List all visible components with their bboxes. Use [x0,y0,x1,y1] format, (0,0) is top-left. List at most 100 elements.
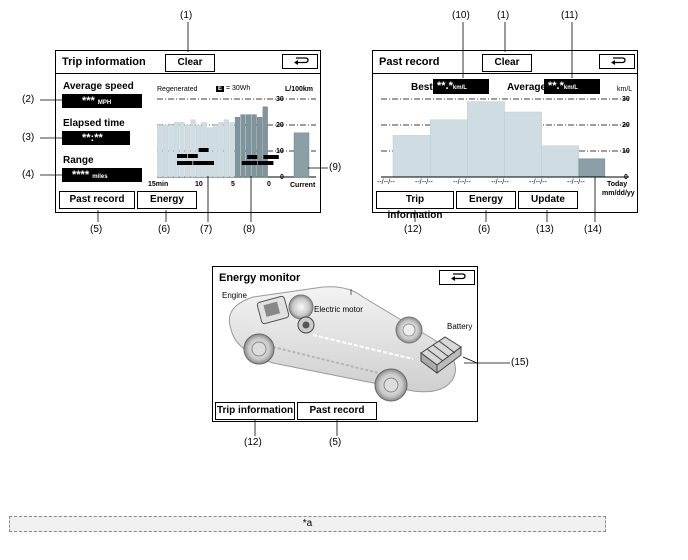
regen-marker [263,155,274,159]
past-record-button[interactable]: Past record [59,191,135,209]
trip-x-tick: 10 [195,181,203,188]
trip-bar [179,122,185,178]
elapsed-time-label: Elapsed time [63,118,125,129]
callout-11: (11) [561,10,579,21]
regen-marker [247,161,258,165]
callout-10: (10) [452,10,470,21]
regen-marker [263,161,274,165]
regen-marker [247,155,258,159]
trip-information-screen: Trip information Clear Average speed ***… [55,50,321,213]
date-tick: --/--/-- [567,179,585,186]
regen-marker [268,155,279,159]
footnote-bar: *a [9,516,606,532]
trip-bar [173,122,180,178]
date-format-label: mm/dd/yy [602,190,635,197]
past-record-chart [381,98,629,178]
energy-monitor-screen: Energy monitor [212,266,478,422]
electric-motor-graphic [297,316,315,334]
trip-back-button[interactable] [282,54,318,69]
trip-y-tick: 0 [280,174,284,181]
regen-marker [177,161,187,165]
callout-1b: (1) [497,10,510,21]
trip-x-tick: 5 [231,181,235,188]
past-unit-label: km/L [617,86,633,93]
trip-unit-label: L/100km [285,86,314,93]
date-tick: --/--/-- [377,179,395,186]
battery-label: Battery [447,322,473,331]
current-bar [293,132,310,178]
callout-2: (2) [22,94,35,105]
trip-bar [168,124,174,178]
callout-15: (15) [511,357,529,368]
callout-13: (13) [536,224,554,235]
electric-motor-label: Electric motor [314,305,363,314]
callout-14: (14) [584,224,602,235]
past-clear-button[interactable]: Clear [482,54,532,72]
energy-button[interactable]: Energy [456,191,516,209]
energy-back-button[interactable] [439,270,475,285]
range-label: Range [63,155,94,166]
elapsed-time-value: **:** [62,131,130,145]
trip-bar [190,119,196,178]
regen-marker [198,161,209,165]
trip-y-tick: 30 [276,96,284,103]
energy-title: Energy monitor [219,272,301,284]
date-tick: --/--/-- [415,179,433,186]
past-y-tick: 10 [622,148,630,155]
regen-marker [198,148,209,152]
trip-y-tick: 10 [276,148,284,155]
trip-bar [162,124,168,178]
trip-consumption-chart [157,98,316,178]
regen-marker [241,161,252,165]
past-record-button[interactable]: Past record [297,402,377,420]
today-label: Today [607,181,628,188]
callout-12b: (12) [244,437,262,448]
trip-information-button[interactable]: Trip information [215,402,295,420]
trip-bar [218,122,224,178]
battery-graphic [420,336,462,374]
trip-y-tick: 20 [276,122,284,129]
trip-bar [234,116,241,178]
energy-legend: E = 30Wh [216,85,251,92]
regen-marker [177,154,187,158]
past-bar [541,145,580,178]
energy-legend-glyph: E [216,86,225,92]
callout-6b: (6) [478,224,491,235]
energy-button[interactable]: Energy [137,191,197,209]
past-y-tick: 0 [624,174,628,181]
trip-bar [251,114,257,178]
past-bar [467,101,505,178]
regen-marker [193,161,204,165]
trip-x-tick: 0 [267,181,271,188]
past-y-tick: 20 [622,122,630,129]
trip-bar [212,124,218,178]
past-back-button[interactable] [599,54,635,69]
callout-3: (3) [22,132,35,143]
past-y-tick: 30 [622,96,630,103]
date-tick: --/--/-- [529,179,547,186]
current-label: Current [290,182,316,189]
update-button[interactable]: Update [518,191,578,209]
back-arrow-icon [294,57,309,65]
callout-12: (12) [404,224,422,235]
trip-clear-button[interactable]: Clear [165,54,215,72]
average-value: **.*km/L [544,79,600,94]
trip-bar [184,124,191,178]
trip-bar [157,124,163,178]
hybrid-system-illustration [228,286,478,402]
callout-5b: (5) [329,437,342,448]
callout-9: (9) [329,162,342,173]
average-label: Average [507,82,547,93]
trip-bar [207,127,213,178]
callout-1: (1) [180,10,193,21]
trip-bar [257,116,263,178]
back-arrow-icon [451,273,466,281]
regen-marker [258,161,268,165]
callout-6: (6) [158,224,171,235]
best-label: Best [411,82,433,93]
trip-x-tick: 15min [148,181,169,188]
regen-marker [187,154,198,158]
trip-bar [223,119,229,178]
callout-7: (7) [200,224,213,235]
